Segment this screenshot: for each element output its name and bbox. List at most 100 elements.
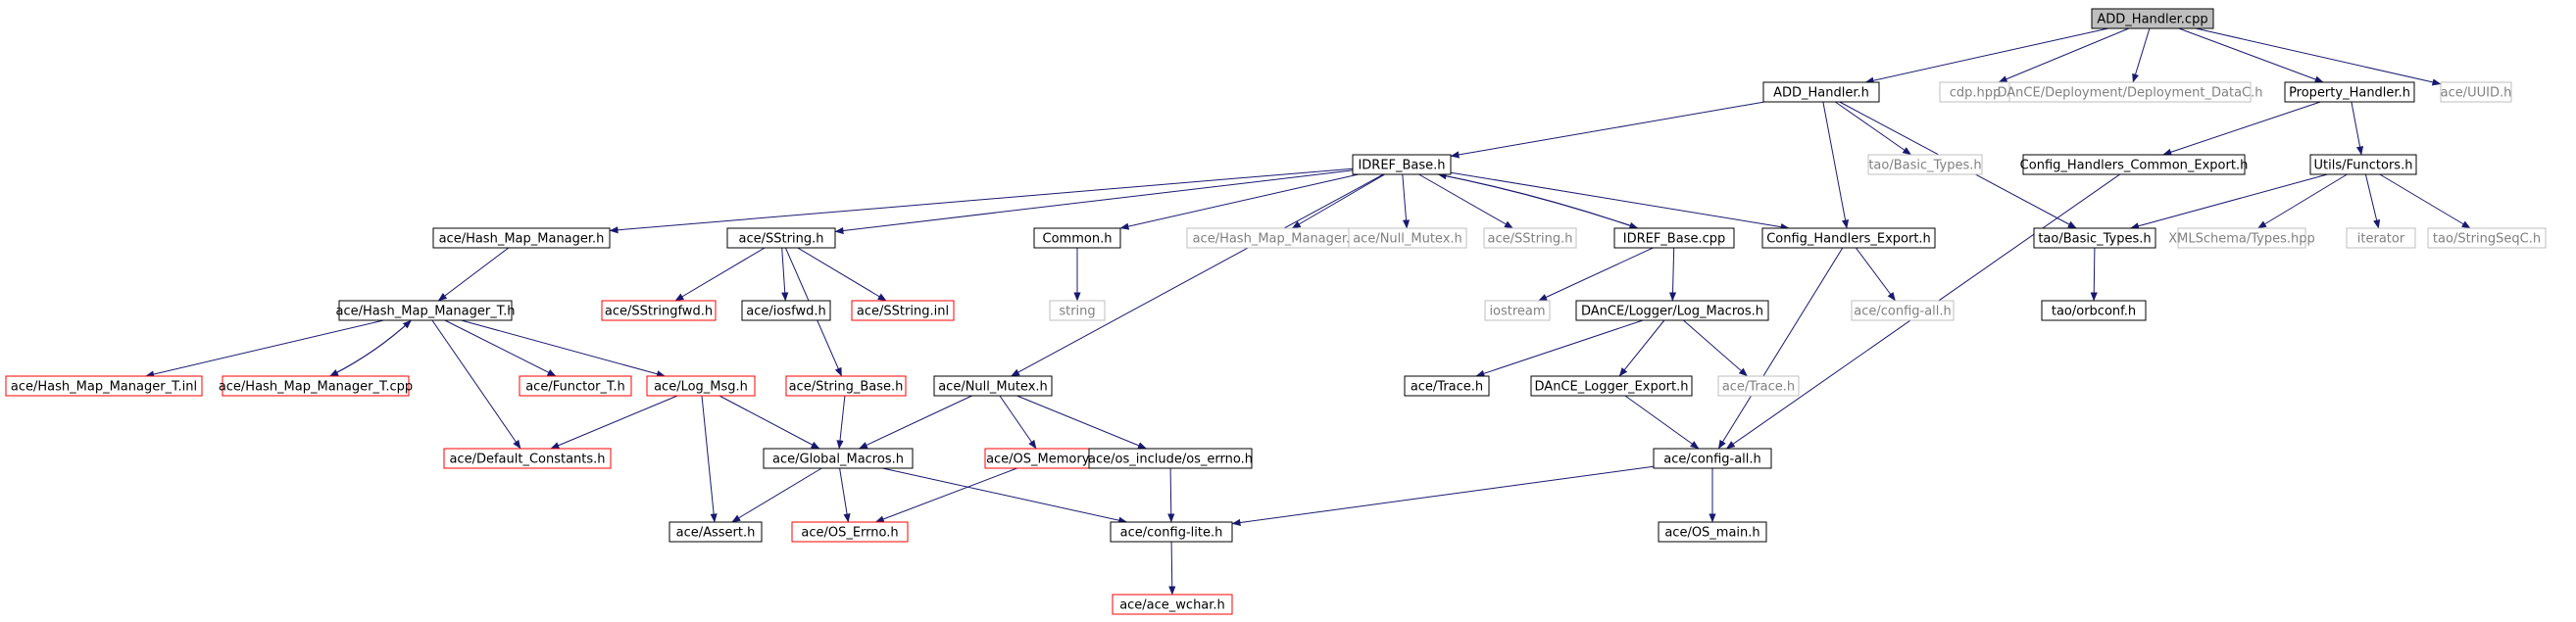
node-configlite[interactable]: ace/config-lite.h	[1110, 521, 1233, 543]
node-configall_ext[interactable]: ace/config-all.h	[1851, 300, 1955, 321]
node-sstring_h[interactable]: ace/SString.h	[726, 227, 836, 249]
node-idref_h[interactable]: IDREF_Base.h	[1352, 154, 1452, 175]
edge-logmsg-to-defconst	[550, 395, 678, 450]
node-logmacros[interactable]: DAnCE/Logger/Log_Macros.h	[1575, 300, 1769, 321]
edge-idref_h-to-idref_cpp	[1438, 173, 1639, 229]
node-iterator[interactable]: iterator	[2346, 227, 2416, 249]
node-tao_bt_ext[interactable]: tao/Basic_Types.h	[1867, 154, 1983, 175]
node-sstring_inl[interactable]: ace/SString.inl	[851, 300, 955, 321]
edge-idref_h-to-hmm_h	[609, 167, 1354, 234]
node-hmm_ext[interactable]: ace/Hash_Map_Manager.h	[1186, 227, 1364, 249]
node-nullmutex_ext[interactable]: ace/Null_Mutex.h	[1348, 227, 1467, 249]
edge-idref_h-to-nullmutex_ext	[1402, 173, 1411, 229]
node-defconst[interactable]: ace/Default_Constants.h	[443, 448, 612, 469]
node-box	[601, 300, 717, 321]
node-label: DAnCE_Logger_Export.h	[1535, 380, 1689, 395]
node-stringbase[interactable]: ace/String_Base.h	[785, 375, 907, 397]
edge-hmm_h-to-hmmt_h	[437, 247, 510, 302]
edge-root-to-dance_dep	[2132, 27, 2151, 83]
node-string_ext[interactable]: string	[1049, 300, 1106, 321]
node-box	[1530, 375, 1693, 397]
edge-logmacros-to-dle	[1618, 319, 1665, 377]
node-add_h[interactable]: ADD_Handler.h	[1762, 81, 1880, 103]
node-iostream[interactable]: iostream	[1484, 300, 1551, 321]
node-box	[2041, 300, 2147, 321]
node-label: ace/OS_main.h	[1664, 526, 1759, 541]
edge-utils_f-to-tao_bt	[2130, 173, 2328, 230]
node-tao_bt[interactable]: tao/Basic_Types.h	[2033, 227, 2156, 249]
node-osmemory[interactable]: ace/OS_Memory.h	[984, 448, 1102, 469]
node-assert_h[interactable]: ace/Assert.h	[669, 521, 763, 543]
node-hmmt_h[interactable]: ace/Hash_Map_Manager_T.h	[336, 300, 516, 321]
node-functor[interactable]: ace/Functor_T.h	[519, 375, 632, 397]
node-sstringfwd[interactable]: ace/SStringfwd.h	[601, 300, 717, 321]
node-label: Property_Handler.h	[2289, 86, 2410, 101]
node-idref_cpp[interactable]: IDREF_Base.cpp	[1613, 227, 1735, 249]
node-label: IDREF_Base.h	[1358, 159, 1445, 173]
node-label: ace/Assert.h	[676, 526, 756, 541]
node-label: ace/config-all.h	[1854, 305, 1952, 319]
node-globalmacros[interactable]: ace/Global_Macros.h	[763, 448, 914, 469]
node-box	[2284, 81, 2415, 103]
node-logmsg[interactable]: ace/Log_Msg.h	[646, 375, 756, 397]
node-label: ADD_Handler.h	[1773, 86, 1869, 101]
edge-root-to-prop_h	[2178, 27, 2324, 83]
node-trace_h[interactable]: ace/Trace.h	[1404, 375, 1490, 397]
node-oserrno[interactable]: ace/OS_Errno.h	[791, 521, 909, 543]
node-box	[1088, 448, 1253, 469]
node-utils_f[interactable]: Utils/Functors.h	[2309, 154, 2417, 175]
node-dle[interactable]: DAnCE_Logger_Export.h	[1530, 375, 1693, 397]
edge-oserrno_inc-to-configlite	[1167, 467, 1175, 523]
node-box	[1348, 227, 1467, 249]
node-box	[1352, 154, 1452, 175]
node-label: ace/Null_Mutex.h	[1353, 232, 1462, 247]
node-oserrno_inc[interactable]: ace/os_include/os_errno.h	[1088, 448, 1253, 469]
node-configall[interactable]: ace/config-all.h	[1653, 448, 1772, 469]
node-uuid[interactable]: ace/UUID.h	[2440, 81, 2512, 103]
edge-idref_cpp-to-iostream	[1538, 247, 1654, 302]
node-box	[1613, 227, 1735, 249]
node-osmain[interactable]: ace/OS_main.h	[1658, 521, 1767, 543]
node-strseq[interactable]: tao/StringSeqC.h	[2427, 227, 2547, 249]
node-che[interactable]: Config_Handlers_Export.h	[1761, 227, 1936, 249]
node-orbconf[interactable]: tao/orbconf.h	[2041, 300, 2147, 321]
node-nullmutex_h[interactable]: ace/Null_Mutex.h	[933, 375, 1053, 397]
node-label: Config_Handlers_Common_Export.h	[2020, 159, 2249, 173]
node-label: ace/SString.inl	[857, 305, 949, 319]
node-common_h[interactable]: Common.h	[1033, 227, 1121, 249]
edge-logmsg-to-assert_h	[701, 395, 718, 523]
node-label: iostream	[1489, 305, 1545, 319]
node-label: ace/Null_Mutex.h	[938, 380, 1048, 395]
edge-nullmutex_h-to-osmemory	[999, 395, 1037, 450]
node-iosfwd[interactable]: ace/iosfwd.h	[741, 300, 831, 321]
edge-prop_h-to-chce	[2162, 101, 2321, 156]
edge-add_h-to-idref_h	[1450, 101, 1765, 159]
node-root[interactable]: ADD_Handler.cpp	[2091, 8, 2214, 29]
node-hmmt_cpp[interactable]: ace/Hash_Map_Manager_T.cpp	[219, 375, 413, 397]
node-box	[1761, 227, 1936, 249]
node-box	[443, 448, 612, 469]
node-acewchar[interactable]: ace/ace_wchar.h	[1112, 594, 1233, 615]
edge-globalmacros-to-configlite	[882, 467, 1128, 524]
node-label: ace/String_Base.h	[789, 380, 904, 395]
node-box	[2346, 227, 2416, 249]
node-xml_types[interactable]: XMLSchema/Types.hpp	[2168, 227, 2315, 249]
edge-idref_h-to-che	[1450, 171, 1790, 231]
node-label: tao/orbconf.h	[2052, 305, 2136, 319]
node-chce[interactable]: Config_Handlers_Common_Export.h	[2020, 154, 2249, 175]
node-box	[519, 375, 632, 397]
node-dance_dep[interactable]: DAnCE/Deployment/Deployment_DataC.h	[1998, 81, 2263, 103]
node-hmmt_inl[interactable]: ace/Hash_Map_Manager_T.inl	[5, 375, 203, 397]
edge-idref_h-to-hmm_ext	[1291, 173, 1386, 229]
node-box	[791, 521, 909, 543]
node-label: ace/Hash_Map_Manager_T.inl	[11, 380, 197, 395]
node-sstring_ext[interactable]: ace/SString.h	[1483, 227, 1577, 249]
node-label: ace/config-lite.h	[1120, 526, 1223, 541]
node-label: Common.h	[1043, 232, 1113, 247]
edge-globalmacros-to-oserrno	[839, 467, 851, 523]
edge-logmsg-to-globalmacros	[718, 395, 820, 450]
node-hmm_h[interactable]: ace/Hash_Map_Manager.h	[432, 227, 611, 249]
node-prop_h[interactable]: Property_Handler.h	[2284, 81, 2415, 103]
node-trace_ext[interactable]: ace/Trace.h	[1717, 375, 1800, 397]
